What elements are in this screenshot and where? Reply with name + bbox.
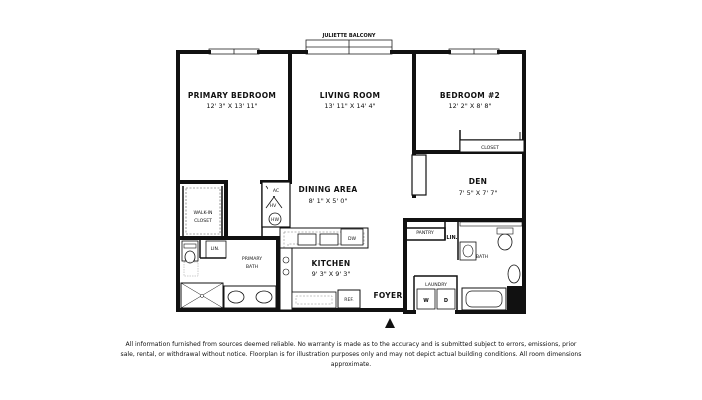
- walk-in-closet: WALK-IN CLOSET: [185, 187, 221, 235]
- kitchen-name: KITCHEN: [312, 259, 351, 268]
- corner-block: [507, 286, 524, 312]
- kitchen-fixtures: DW REF.: [279, 227, 369, 311]
- kitchen-dims: 9' 3" X 9' 3": [312, 270, 351, 278]
- disclaimer-text: All information furnished from sources d…: [120, 341, 582, 368]
- lin-left-label: LIN.: [211, 246, 220, 252]
- walkin-label-2: CLOSET: [194, 218, 212, 224]
- den-dims: 7' 5" X 7' 7": [459, 189, 498, 197]
- primary-bath-label-1: PRIMARY: [242, 256, 262, 262]
- living-room-dims: 13' 11" X 14' 4": [324, 102, 375, 110]
- primary-bath-label-2: BATH: [246, 264, 258, 270]
- den-column: [411, 154, 427, 196]
- living-room-name: LIVING ROOM: [320, 91, 381, 100]
- dw-label: DW: [348, 236, 357, 242]
- primary-bedroom-name: PRIMARY BEDROOM: [188, 91, 276, 100]
- hw-label: HW: [271, 217, 279, 223]
- washer-label: W: [423, 298, 429, 304]
- entry-arrow-icon: [385, 318, 395, 328]
- bedroom2-name: BEDROOM #2: [440, 91, 500, 100]
- refrigerator: [337, 289, 361, 309]
- den-name: DEN: [469, 177, 488, 186]
- pantry-label: PANTRY: [416, 230, 434, 236]
- laundry-label: LAUNDRY: [425, 282, 447, 288]
- walkin-label-1: WALK-IN: [194, 210, 213, 216]
- ac-label: AC: [273, 188, 279, 194]
- juliette-balcony-label: JULIETTE BALCONY: [321, 33, 375, 39]
- lin-right-label: LIN.: [446, 235, 457, 241]
- laundry: LAUNDRY W D: [416, 282, 456, 310]
- closet-label: CLOSET: [481, 145, 499, 151]
- primary-bath: LIN. PRIMARY BATH: [180, 240, 277, 309]
- bedroom2-dims: 12' 2" X 8' 8": [449, 102, 492, 110]
- dining-area-dims: 8' 1" X 5' 0": [309, 197, 348, 205]
- dining-area-name: DINING AREA: [299, 185, 358, 194]
- closet-bedroom2: [459, 139, 525, 153]
- top-windows: [208, 39, 500, 55]
- ref-label: REF.: [344, 297, 353, 303]
- dryer: [436, 288, 456, 310]
- mechanical-closet: AC HV HW: [261, 181, 291, 228]
- hv-label: HV: [270, 203, 277, 209]
- dryer-label: D: [444, 298, 448, 304]
- primary-bedroom-dims: 12' 3" X 13' 11": [206, 102, 257, 110]
- foyer-name: FOYER: [373, 291, 402, 300]
- bath-label: BATH: [476, 254, 488, 260]
- washer: [416, 288, 436, 310]
- pantry-bath: PANTRY LIN. BATH: [416, 221, 523, 311]
